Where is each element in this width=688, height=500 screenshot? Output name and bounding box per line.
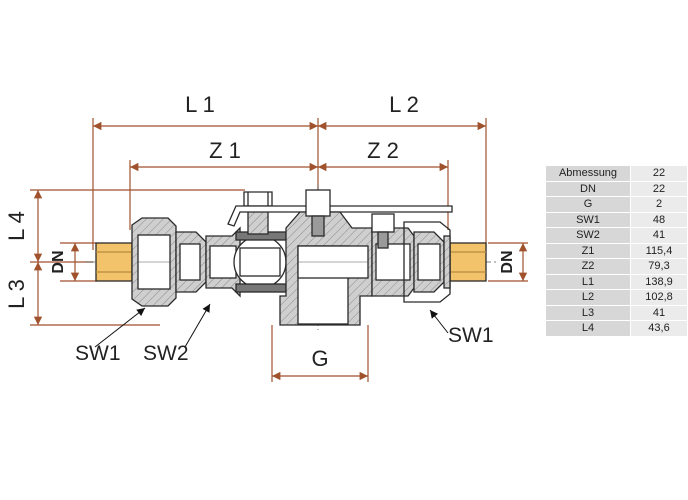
top-plug bbox=[305, 189, 331, 217]
table-value-cell: 41 bbox=[630, 304, 688, 321]
table-key-cell: Abmessung bbox=[545, 165, 631, 182]
table-value-cell: 102,8 bbox=[630, 289, 688, 306]
label-DN-left: DN bbox=[50, 250, 67, 273]
table-value-cell: 22 bbox=[630, 165, 688, 182]
table-value-cell: 2 bbox=[630, 196, 688, 213]
table-key-cell: DN bbox=[545, 180, 631, 197]
check-valve bbox=[371, 213, 395, 233]
label-Z2: Z 2 bbox=[367, 138, 399, 163]
label-DN-right: DN bbox=[499, 250, 516, 273]
stem bbox=[247, 209, 269, 235]
table-key-cell: SW1 bbox=[545, 211, 631, 228]
table-value-cell: 79,3 bbox=[630, 258, 688, 275]
table-key-cell: SW2 bbox=[545, 227, 631, 244]
right-pipe bbox=[449, 242, 487, 282]
ball-seat-bottom bbox=[235, 283, 287, 293]
table-value-cell: 43,6 bbox=[630, 320, 688, 337]
table-value-cell: 138,9 bbox=[630, 273, 688, 290]
table-value-cell: 48 bbox=[630, 211, 688, 228]
label-SW1-left: SW1 bbox=[75, 342, 121, 365]
callouts bbox=[94, 303, 449, 348]
dimension-lines bbox=[30, 118, 528, 382]
label-Z1: Z 1 bbox=[209, 138, 241, 163]
table-value-cell: 22 bbox=[630, 180, 688, 197]
valve-body bbox=[85, 185, 498, 330]
table-key-cell: L1 bbox=[545, 273, 631, 290]
table-key-cell: G bbox=[545, 196, 631, 213]
label-L3: L 3 bbox=[4, 279, 29, 309]
table-key-cell: L3 bbox=[545, 304, 631, 321]
label-SW1-right: SW1 bbox=[448, 324, 494, 347]
label-L4: L 4 bbox=[4, 211, 29, 241]
label-G: G bbox=[311, 346, 328, 371]
table-value-cell: 115,4 bbox=[630, 242, 688, 259]
handle-lever bbox=[227, 205, 453, 227]
label-L1: L 1 bbox=[185, 92, 215, 117]
left-pipe bbox=[95, 242, 133, 282]
table-value-cell: 41 bbox=[630, 227, 688, 244]
table-key-cell: Z2 bbox=[545, 258, 631, 275]
right-press-fitting bbox=[403, 221, 451, 303]
table-key-cell: L4 bbox=[545, 320, 631, 337]
label-SW2: SW2 bbox=[143, 342, 189, 365]
label-L2: L 2 bbox=[389, 92, 419, 117]
table-key-cell: Z1 bbox=[545, 242, 631, 259]
table-key-cell: L2 bbox=[545, 289, 631, 306]
